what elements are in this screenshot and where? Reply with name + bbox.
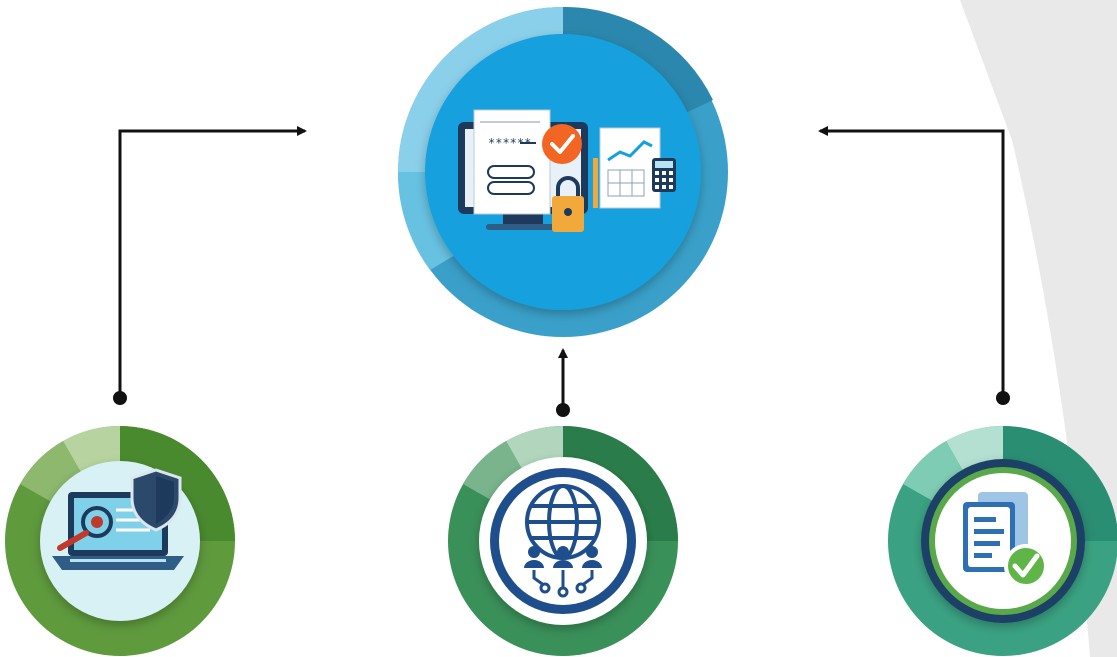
connector-dot-right (996, 391, 1010, 405)
document-approval-icon (963, 492, 1048, 588)
laptop-security-icon (52, 468, 184, 570)
svg-text:******: ****** (488, 136, 531, 150)
connector-dot-middle (556, 403, 570, 417)
middle-ring-segment (463, 441, 526, 504)
connectors (118, 126, 1005, 408)
right-ring-segment (903, 441, 966, 504)
connector-dot-left (113, 391, 127, 405)
connector-left (118, 126, 307, 398)
center-node[interactable]: ****** (397, 6, 728, 337)
left-ring-segment (20, 441, 83, 504)
left-node[interactable] (5, 425, 235, 656)
middle-node[interactable] (448, 425, 678, 656)
connector-right (818, 126, 1005, 398)
right-node[interactable] (888, 425, 1117, 656)
secure-reporting-icon: ****** (458, 109, 676, 232)
global-network-icon (490, 468, 636, 614)
